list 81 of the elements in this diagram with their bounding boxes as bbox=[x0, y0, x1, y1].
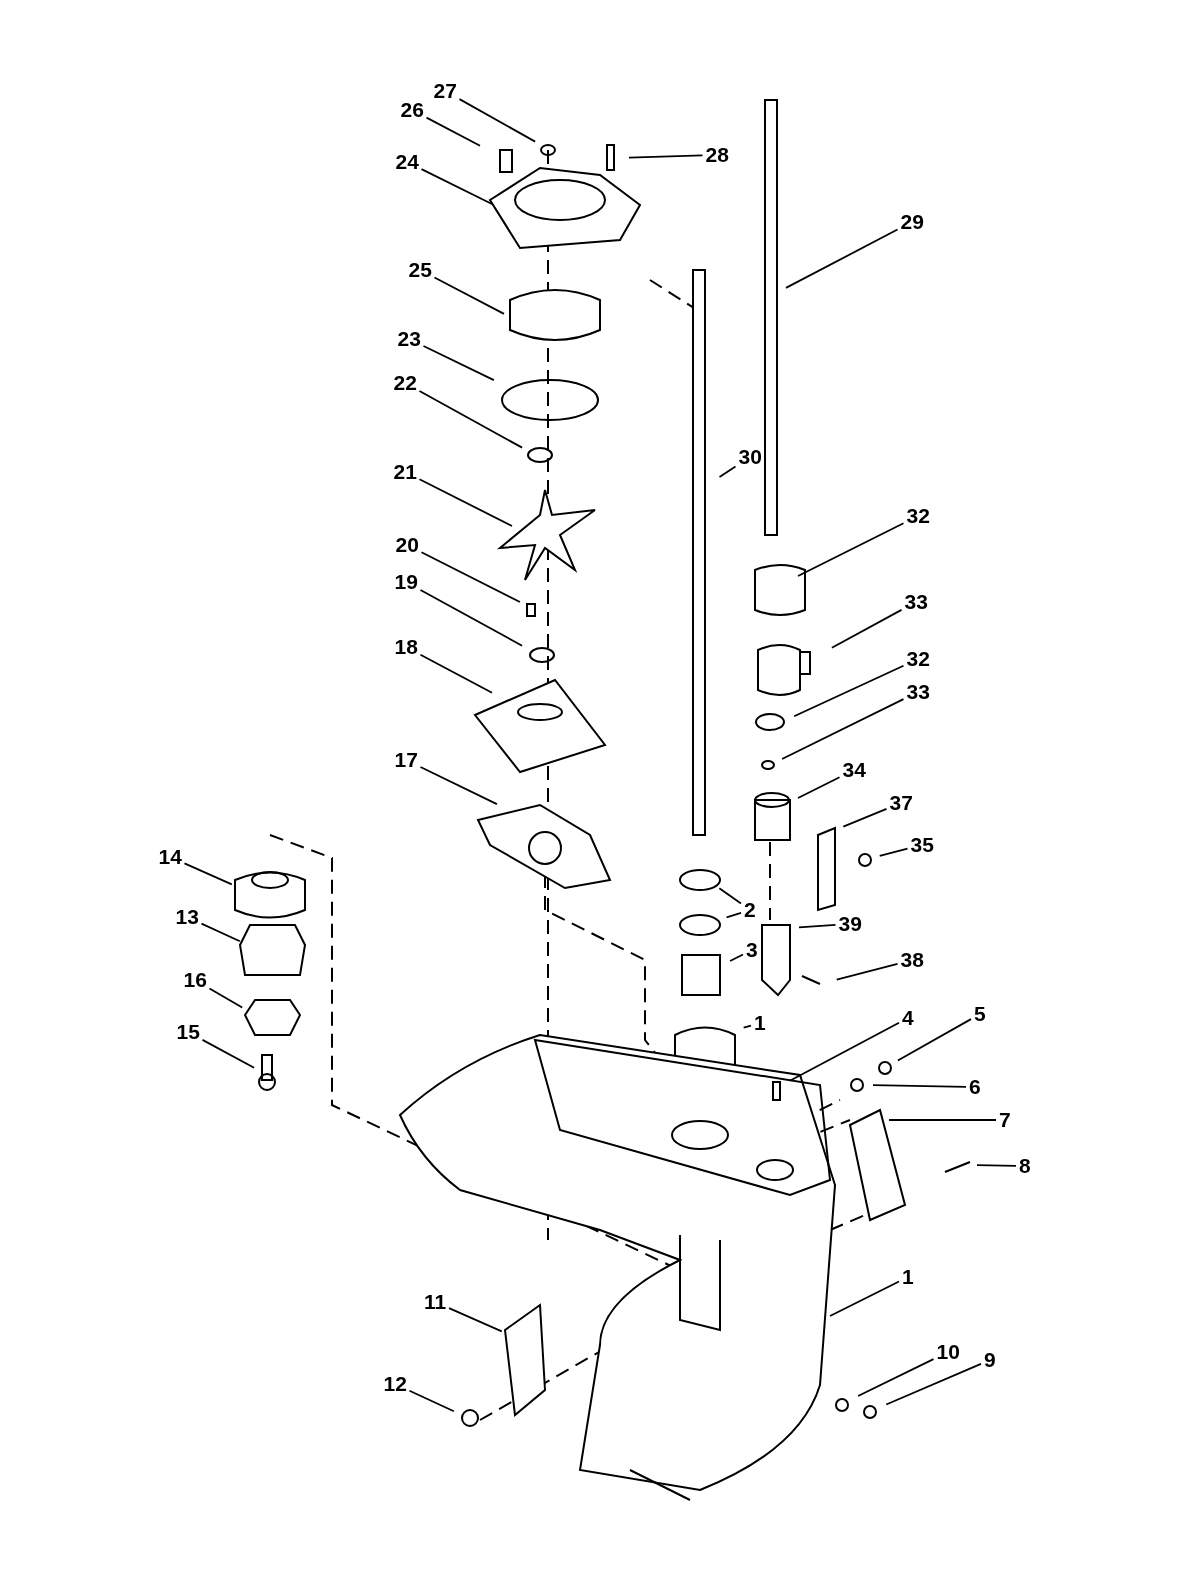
callout-number: 26 bbox=[400, 99, 424, 121]
callout-number: 27 bbox=[433, 80, 457, 102]
leader-line bbox=[888, 1119, 997, 1121]
callout-number: 19 bbox=[394, 571, 418, 593]
leader-line bbox=[422, 345, 495, 381]
leader-line bbox=[835, 962, 899, 981]
leader-line bbox=[418, 478, 513, 527]
leader-line bbox=[797, 776, 841, 799]
callout-number: 20 bbox=[395, 534, 419, 556]
leader-line bbox=[842, 808, 888, 828]
leader-line bbox=[829, 1280, 900, 1317]
callout-number: 39 bbox=[838, 913, 862, 935]
callout-number: 6 bbox=[969, 1076, 981, 1098]
callout-number: 32 bbox=[906, 505, 930, 527]
leader-line bbox=[718, 465, 737, 478]
callout-number: 15 bbox=[176, 1021, 200, 1043]
callout-number: 8 bbox=[1019, 1155, 1031, 1177]
leader-line bbox=[419, 653, 493, 694]
leader-line bbox=[448, 1307, 503, 1333]
callout-number: 37 bbox=[889, 792, 913, 814]
leader-line bbox=[458, 98, 537, 143]
leader-line bbox=[718, 887, 742, 905]
leader-line bbox=[729, 953, 744, 962]
leader-line bbox=[208, 987, 244, 1009]
callout-number: 21 bbox=[393, 461, 417, 483]
callout-number: 16 bbox=[183, 969, 207, 991]
leader-line bbox=[798, 924, 837, 929]
callout-number: 11 bbox=[424, 1291, 447, 1313]
callout-number: 1 bbox=[754, 1012, 766, 1034]
leader-line bbox=[976, 1164, 1017, 1167]
callout-number: 33 bbox=[906, 681, 930, 703]
leader-line bbox=[742, 1024, 752, 1029]
leader-line bbox=[201, 1038, 255, 1069]
leader-line bbox=[200, 922, 241, 943]
callout-number: 9 bbox=[984, 1349, 996, 1371]
leader-line bbox=[878, 847, 909, 857]
callout-number: 12 bbox=[383, 1373, 407, 1395]
callout-number: 10 bbox=[936, 1341, 960, 1363]
callout-number: 32 bbox=[906, 648, 930, 670]
leader-line bbox=[781, 698, 905, 760]
callout-number: 1 bbox=[902, 1266, 914, 1288]
leader-line bbox=[408, 1389, 455, 1413]
leader-line bbox=[628, 154, 704, 159]
callout-number: 2 bbox=[744, 899, 756, 921]
leader-line bbox=[420, 168, 493, 205]
callout-number: 28 bbox=[705, 144, 729, 166]
leader-line bbox=[433, 276, 505, 315]
callout-number: 13 bbox=[175, 906, 199, 928]
leader-line bbox=[885, 1362, 982, 1406]
leader-line bbox=[789, 1021, 900, 1082]
callout-number: 35 bbox=[910, 834, 934, 856]
callout-number: 14 bbox=[158, 846, 182, 868]
callout-number: 24 bbox=[395, 151, 419, 173]
leader-line bbox=[896, 1018, 972, 1062]
leader-line bbox=[419, 766, 498, 805]
callout-number: 34 bbox=[842, 759, 866, 781]
leader-line bbox=[831, 609, 903, 649]
callout-number: 17 bbox=[394, 749, 418, 771]
callout-number: 3 bbox=[746, 939, 758, 961]
leader-line bbox=[183, 862, 233, 886]
callout-number: 4 bbox=[902, 1007, 914, 1029]
callout-number: 33 bbox=[904, 591, 928, 613]
leader-line bbox=[420, 551, 521, 603]
leader-line bbox=[425, 116, 481, 147]
callout-number: 25 bbox=[408, 259, 432, 281]
callout-number: 38 bbox=[900, 949, 924, 971]
leader-line bbox=[419, 589, 523, 647]
callout-number: 7 bbox=[999, 1109, 1011, 1131]
leader-line bbox=[793, 664, 905, 718]
callout-number: 22 bbox=[393, 372, 417, 394]
callout-number: 30 bbox=[738, 446, 762, 468]
leader-line bbox=[797, 522, 905, 577]
callout-number: 29 bbox=[900, 211, 924, 233]
callout-number: 18 bbox=[394, 636, 418, 658]
callout-number: 5 bbox=[974, 1003, 986, 1025]
leader-line bbox=[725, 911, 742, 919]
leader-line bbox=[785, 228, 899, 289]
callout-number: 23 bbox=[397, 328, 421, 350]
leader-line bbox=[872, 1084, 967, 1088]
leader-line bbox=[857, 1358, 935, 1397]
leader-line bbox=[418, 390, 523, 449]
